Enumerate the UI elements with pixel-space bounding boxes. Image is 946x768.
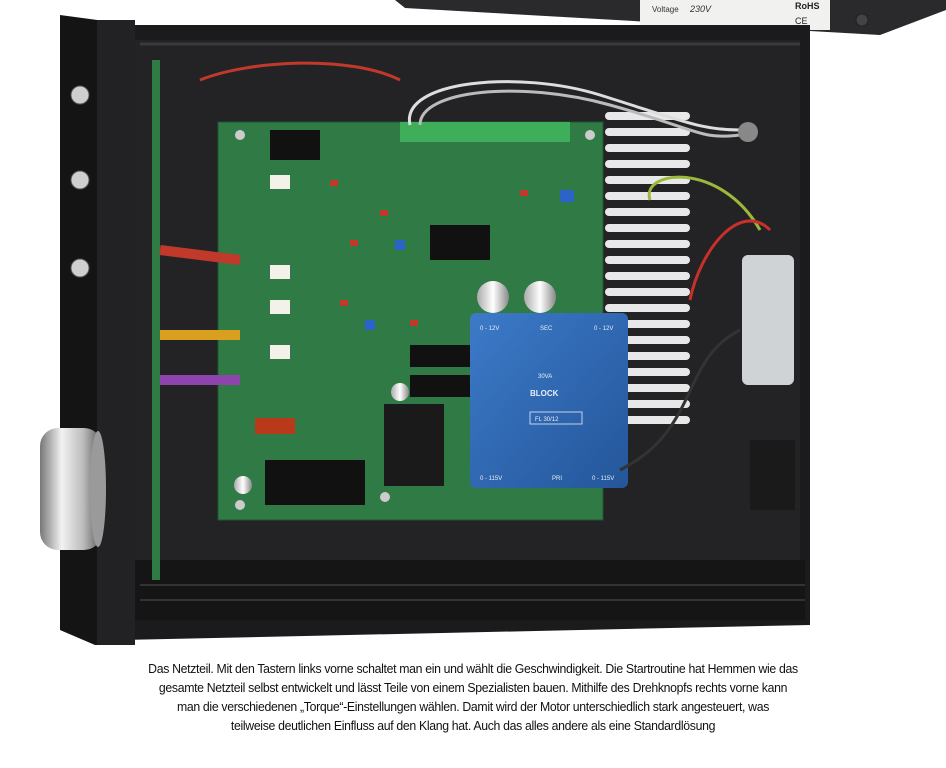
button-icon xyxy=(70,258,90,278)
photo-caption: Das Netzteil. Mit den Tastern links vorn… xyxy=(70,659,875,735)
button-icon xyxy=(70,170,90,190)
voltage-label: Voltage xyxy=(652,5,679,14)
caption-line: man die verschiedenen „Torque“-Einstellu… xyxy=(176,699,770,714)
power-supply-photo: Voltage 230V RoHS CE xyxy=(40,0,946,645)
heatsink xyxy=(270,130,320,160)
button-icon xyxy=(70,85,90,105)
caption-line: gesamte Netzteil selbst entwickelt und l… xyxy=(158,680,788,695)
line-filter xyxy=(742,255,794,385)
svg-text:PRI: PRI xyxy=(552,476,562,482)
svg-text:FL 30/12: FL 30/12 xyxy=(535,417,559,423)
vent-slots xyxy=(605,112,690,424)
relay xyxy=(384,404,444,486)
svg-text:0 - 115V: 0 - 115V xyxy=(592,476,614,482)
fuse-holder xyxy=(738,122,758,142)
voltage-value: 230V xyxy=(689,4,712,14)
transformer: 0 - 12V SEC 0 - 12V 30VA BLOCK FL 30/12 … xyxy=(470,313,628,488)
power-inlet xyxy=(750,440,795,510)
svg-text:0 - 115V: 0 - 115V xyxy=(480,476,502,482)
rohs-mark: RoHS xyxy=(795,1,820,11)
svg-text:0 - 12V: 0 - 12V xyxy=(594,326,613,332)
torque-knob xyxy=(40,428,106,550)
terminal-block xyxy=(400,122,570,142)
ce-mark: CE xyxy=(795,16,808,26)
caption-line: teilweise deutlichen Einfluss auf den Kl… xyxy=(230,718,716,733)
svg-text:0 - 12V: 0 - 12V xyxy=(480,326,499,332)
caption-line: Das Netzteil. Mit den Tastern links vorn… xyxy=(148,661,798,676)
wiring xyxy=(159,61,772,472)
svg-text:SEC: SEC xyxy=(540,326,553,332)
svg-text:30VA: 30VA xyxy=(538,374,552,380)
brand-logo: BLOCK xyxy=(530,389,559,398)
